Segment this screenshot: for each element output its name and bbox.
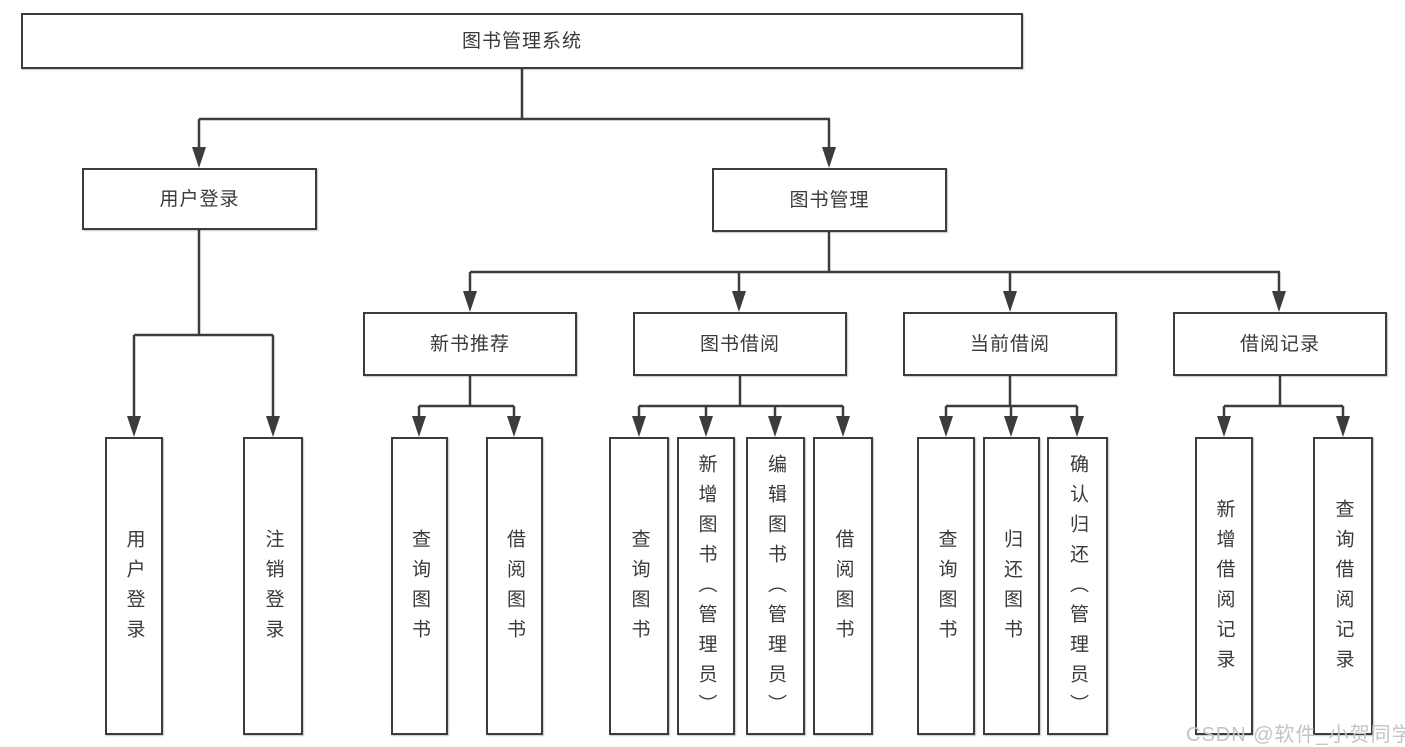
node-leaf-add-borrow-record: 新增借阅记录 (1195, 437, 1253, 735)
node-leaf-confirm-return-admin: 确认归还（管理员） (1047, 437, 1108, 735)
node-leaf-query-borrow-record: 查询借阅记录 (1313, 437, 1373, 735)
node-book-borrowing: 图书借阅 (633, 312, 847, 376)
node-current-borrowing: 当前借阅 (903, 312, 1117, 376)
node-leaf-edit-books-admin: 编辑图书（管理员） (746, 437, 805, 735)
csdn-watermark: CSDN @软件_小贺同学 (1186, 724, 1405, 746)
node-leaf-user-login: 用户登录 (105, 437, 163, 735)
node-leaf-borrow-books-2: 借阅图书 (813, 437, 873, 735)
node-borrowing-records: 借阅记录 (1173, 312, 1387, 376)
arrowheads (127, 147, 1350, 437)
node-leaf-return-books: 归还图书 (983, 437, 1040, 735)
node-leaf-borrow-books-1: 借阅图书 (486, 437, 543, 735)
node-user-login: 用户登录 (82, 168, 317, 230)
node-leaf-add-books-admin: 新增图书（管理员） (677, 437, 735, 735)
node-leaf-query-books-3: 查询图书 (917, 437, 975, 735)
node-book-management: 图书管理 (712, 168, 947, 232)
node-root-library-system: 图书管理系统 (21, 13, 1023, 69)
node-leaf-query-books-2: 查询图书 (609, 437, 669, 735)
node-leaf-logout: 注销登录 (243, 437, 303, 735)
node-new-book-recommend: 新书推荐 (363, 312, 577, 376)
node-leaf-query-books-1: 查询图书 (391, 437, 448, 735)
